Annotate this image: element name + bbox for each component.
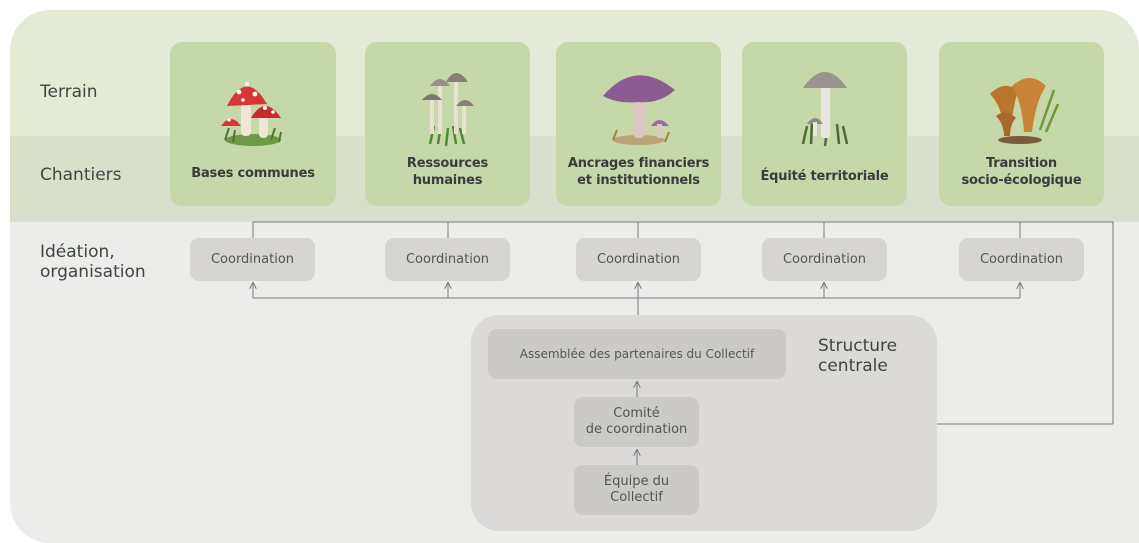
coordination-label: Coordination [596, 251, 681, 267]
coordination-node: Coordination [576, 238, 701, 281]
row-label-chantiers: Chantiers [40, 165, 122, 185]
coordination-node: Coordination [959, 238, 1084, 281]
row-label-ideation-line1: Idéation, [40, 242, 115, 262]
equipe-label-line2: Collectif [610, 490, 663, 505]
grey-tall-mushroom-icon [801, 72, 848, 147]
card-bases-communes: Bases communes [170, 42, 336, 206]
assemblee-label: Assemblée des partenaires du Collectif [519, 347, 755, 361]
comite-node: Comité de coordination [574, 397, 699, 447]
coordination-label: Coordination [210, 251, 295, 267]
card-equite-territoriale: Équité territoriale [742, 42, 907, 206]
row-label-terrain: Terrain [40, 82, 98, 102]
coordination-node: Coordination [762, 238, 887, 281]
coordination-label: Coordination [782, 251, 867, 267]
comite-label-line1: Comité [613, 406, 660, 421]
coordination-node: Coordination [385, 238, 510, 281]
card-transition: Transition socio-écologique [939, 42, 1104, 206]
card-label: et institutionnels [577, 173, 700, 188]
card-label: socio-écologique [961, 173, 1082, 188]
central-structure-title: Structure centrale [818, 336, 897, 376]
assemblee-node: Assemblée des partenaires du Collectif [488, 329, 786, 379]
central-structure-title-line2: centrale [818, 356, 888, 376]
card-label: Ancrages financiers [567, 156, 710, 171]
card-ressources-humaines: Ressources humaines [365, 42, 530, 206]
central-structure-title-line1: Structure [818, 336, 898, 356]
card-label: humaines [412, 173, 483, 188]
equipe-node: Équipe du Collectif [574, 465, 699, 515]
chanterelle-mushroom-icon [989, 78, 1059, 144]
card-label: Ressources [406, 156, 489, 171]
purple-mushroom-icon [602, 75, 675, 145]
equipe-label-line1: Équipe du [603, 474, 670, 489]
card-label: Équité territoriale [760, 169, 889, 184]
row-label-ideation-line2: organisation [40, 262, 146, 282]
card-label: Bases communes [191, 166, 315, 181]
card-label: Transition [986, 156, 1057, 171]
card-ancrages: Ancrages financiers et institutionnels [556, 42, 721, 206]
comite-label-line2: de coordination [585, 422, 688, 437]
coordination-label: Coordination [979, 251, 1064, 267]
red-amanita-mushroom-icon [221, 82, 282, 146]
coordination-node: Coordination [190, 238, 315, 281]
row-label-ideation: Idéation, organisation [40, 242, 146, 282]
grey-cluster-mushroom-icon [421, 73, 474, 147]
coordination-label: Coordination [405, 251, 490, 267]
